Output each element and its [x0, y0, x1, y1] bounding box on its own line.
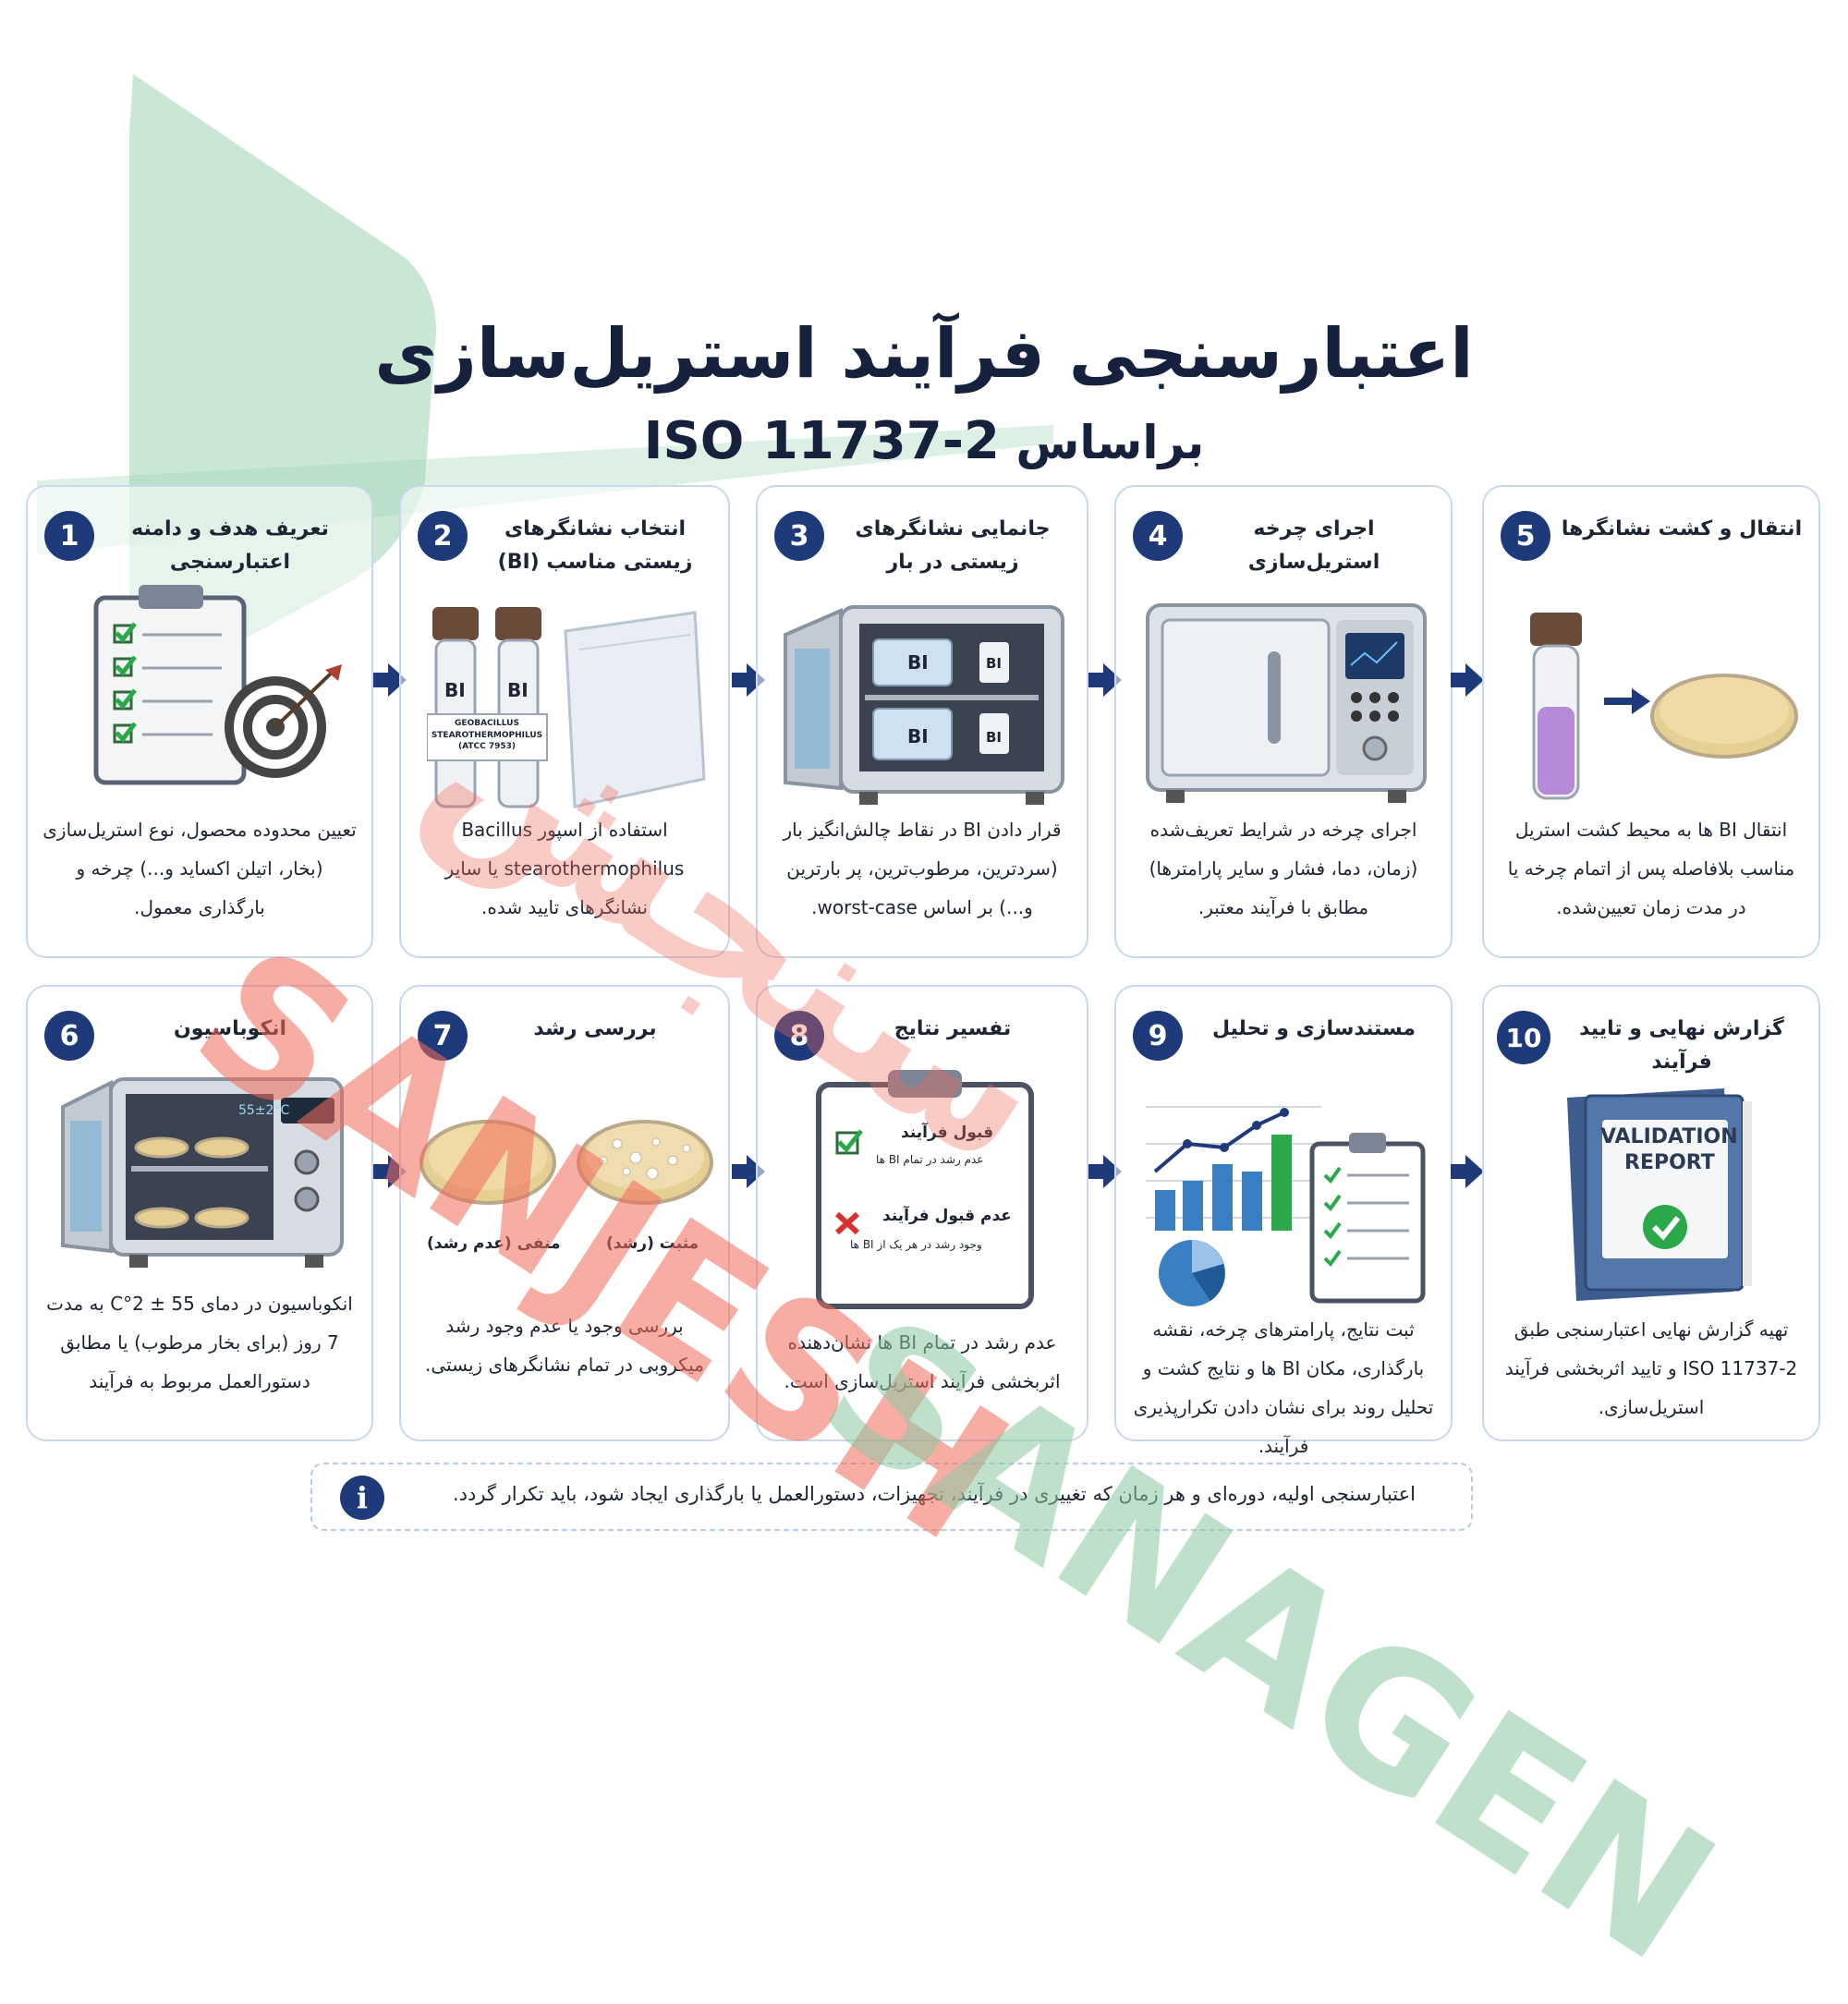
- flow-arrow-icon: [373, 663, 407, 697]
- step-description: قرار دادن BI در نقاط چالش‌انگیز بار (سرد…: [783, 819, 1062, 918]
- incubator-display: 55±2°C: [238, 1103, 290, 1118]
- page-subtitle: براساس ISO 11737-2: [0, 411, 1848, 471]
- step-card-9: 9 مستندسازی و تحلیل ثبت نتایج، پارامترها…: [1114, 985, 1453, 1457]
- step-description: تعیین محدوده محصول، نوع استریل‌سازی (بخا…: [43, 819, 357, 918]
- sterilizer-load-icon: [784, 605, 1064, 805]
- step-title: بررسی رشد: [533, 1017, 657, 1040]
- step-number-badge: 6: [44, 1011, 94, 1061]
- step-number-badge: 7: [418, 1011, 468, 1061]
- step-card-10: 10 گزارش نهایی و تایید فرآیند VALIDATION…: [1482, 985, 1820, 1441]
- step-title: انکوباسیون: [173, 1017, 287, 1040]
- step-number-badge: 2: [418, 511, 468, 561]
- step-title: اجرای چرخه استریل‌سازی: [1247, 517, 1380, 575]
- step-description: عدم رشد در تمام BI ها نشان‌دهنده اثربخشی…: [784, 1331, 1061, 1392]
- report-title-line1: VALIDATION: [1600, 1125, 1738, 1148]
- flow-arrow-icon: [732, 663, 765, 697]
- clipboard-target-icon: [93, 585, 342, 785]
- step-title: تفسیر نتایج: [894, 1017, 1012, 1040]
- subtitle-prefix: براساس: [1015, 416, 1205, 469]
- negative-label: منفی (عدم رشد): [427, 1234, 561, 1253]
- strain-label: GEOBACILLUS STEAROTHERMOPHILUS (ATCC 795…: [431, 719, 543, 752]
- step-card-5: 5 انتقال و کشت نشانگرها انتقال BI ها به …: [1482, 485, 1820, 958]
- page-title: اعتبارسنجی فرآیند استریل‌سازی: [374, 314, 1474, 394]
- accept-sub-label: عدم رشد در تمام BI ها: [876, 1153, 984, 1166]
- step-number-badge: 10: [1497, 1011, 1550, 1064]
- flow-arrow-icon: [1088, 663, 1122, 697]
- step-card-2: 2 انتخاب نشانگرهای زیستی مناسب (BI) BI B…: [399, 485, 730, 958]
- flow-arrow-icon: [1451, 663, 1484, 697]
- step-number-badge: 8: [774, 1011, 824, 1061]
- bi-load-label: BI: [986, 729, 1003, 746]
- step-description: بررسی وجود یا عدم وجود رشد میکروبی در تم…: [425, 1315, 704, 1376]
- subtitle-standard: ISO 11737-2: [643, 411, 1000, 471]
- bi-load-label: BI: [986, 655, 1003, 672]
- autoclave-icon: [1146, 603, 1427, 803]
- incubator-icon: [61, 1077, 344, 1268]
- positive-label: مثبت (رشد): [606, 1234, 699, 1253]
- step-card-4: 4 اجرای چرخه استریل‌سازی اجرای چرخه در ش…: [1114, 485, 1453, 958]
- step-card-8: 8 تفسیر نتایج قبول فرآیند عدم رشد در تما…: [756, 985, 1088, 1441]
- step-number-badge: 1: [44, 511, 94, 561]
- step-description: اجرای چرخه در شرایط تعریف‌شده (زمان، دما…: [1149, 819, 1418, 918]
- flow-arrow-icon: [732, 1155, 765, 1188]
- step-title: مستندسازی و تحلیل: [1211, 1017, 1416, 1040]
- step-title: گزارش نهایی و تایید فرآیند: [1579, 1017, 1784, 1075]
- analysis-chart-icon: [1146, 1106, 1426, 1306]
- step-title: انتخاب نشانگرهای زیستی مناسب (BI): [497, 517, 693, 575]
- tube-to-petri-icon: [1530, 613, 1798, 800]
- flow-arrow-icon: [1451, 1155, 1484, 1188]
- step-title: انتقال و کشت نشانگرها: [1561, 517, 1803, 540]
- step-card-7: 7 بررسی رشد منفی (عدم رشد) مثبت (رشد) بر…: [399, 985, 730, 1441]
- info-icon: i: [340, 1476, 384, 1520]
- bi-load-label: BI: [907, 651, 929, 674]
- bi-vial-label: BI: [444, 679, 466, 701]
- footer-note-text: اعتبارسنجی اولیه، دوره‌ای و هر زمان که ت…: [452, 1483, 1416, 1505]
- petri-dishes-icon: [419, 1120, 713, 1205]
- flow-arrow-icon: [373, 1155, 407, 1188]
- flow-arrow-icon: [1088, 1155, 1122, 1188]
- reject-label: عدم قبول فرآیند: [882, 1207, 1012, 1225]
- step-card-3: 3 جانمایی نشانگرهای زیستی در بار BI BI B…: [756, 485, 1088, 958]
- step-title: جانمایی نشانگرهای زیستی در بار: [855, 517, 1051, 575]
- validation-report-icon: [1567, 1088, 1752, 1301]
- step-number-badge: 5: [1501, 511, 1550, 561]
- step-description: انتقال BI ها به محیط کشت استریل مناسب بل…: [1507, 819, 1795, 918]
- bi-vials-bag-icon: [427, 607, 706, 808]
- step-description: ثبت نتایج، پارامترهای چرخه، نقشه بارگذار…: [1133, 1318, 1434, 1457]
- bi-vial-label: BI: [507, 679, 529, 701]
- step-description: تهیه گزارش نهایی اعتبارسنجی طبق ISO 1173…: [1504, 1318, 1798, 1418]
- bi-load-label: BI: [907, 725, 929, 747]
- report-title-line2: REPORT: [1624, 1151, 1715, 1174]
- footer-note: i اعتبارسنجی اولیه، دوره‌ای و هر زمان که…: [310, 1463, 1473, 1531]
- reject-sub-label: وجود رشد در هر یک از BI ها: [850, 1238, 982, 1251]
- step-card-6: 6 انکوباسیون 55±2°C انکوباسیون در دمای 5…: [26, 985, 373, 1441]
- accept-label: قبول فرآیند: [901, 1123, 994, 1142]
- step-number-badge: 3: [774, 511, 824, 561]
- step-number-badge: 9: [1133, 1011, 1183, 1061]
- step-number-badge: 4: [1133, 511, 1183, 561]
- step-title: تعریف هدف و دامنه اعتبارسنجی: [131, 517, 329, 575]
- step-card-1: 1 تعریف هدف و دامنه اعتبارسنجی تعیین محد…: [26, 485, 373, 958]
- step-description: انکوباسیون در دمای 55 ± 2°C به مدت 7 روز…: [46, 1293, 353, 1392]
- step-description: استفاده از اسپور Bacillus stearothermoph…: [444, 819, 685, 918]
- results-clipboard-icon: [816, 1070, 1034, 1309]
